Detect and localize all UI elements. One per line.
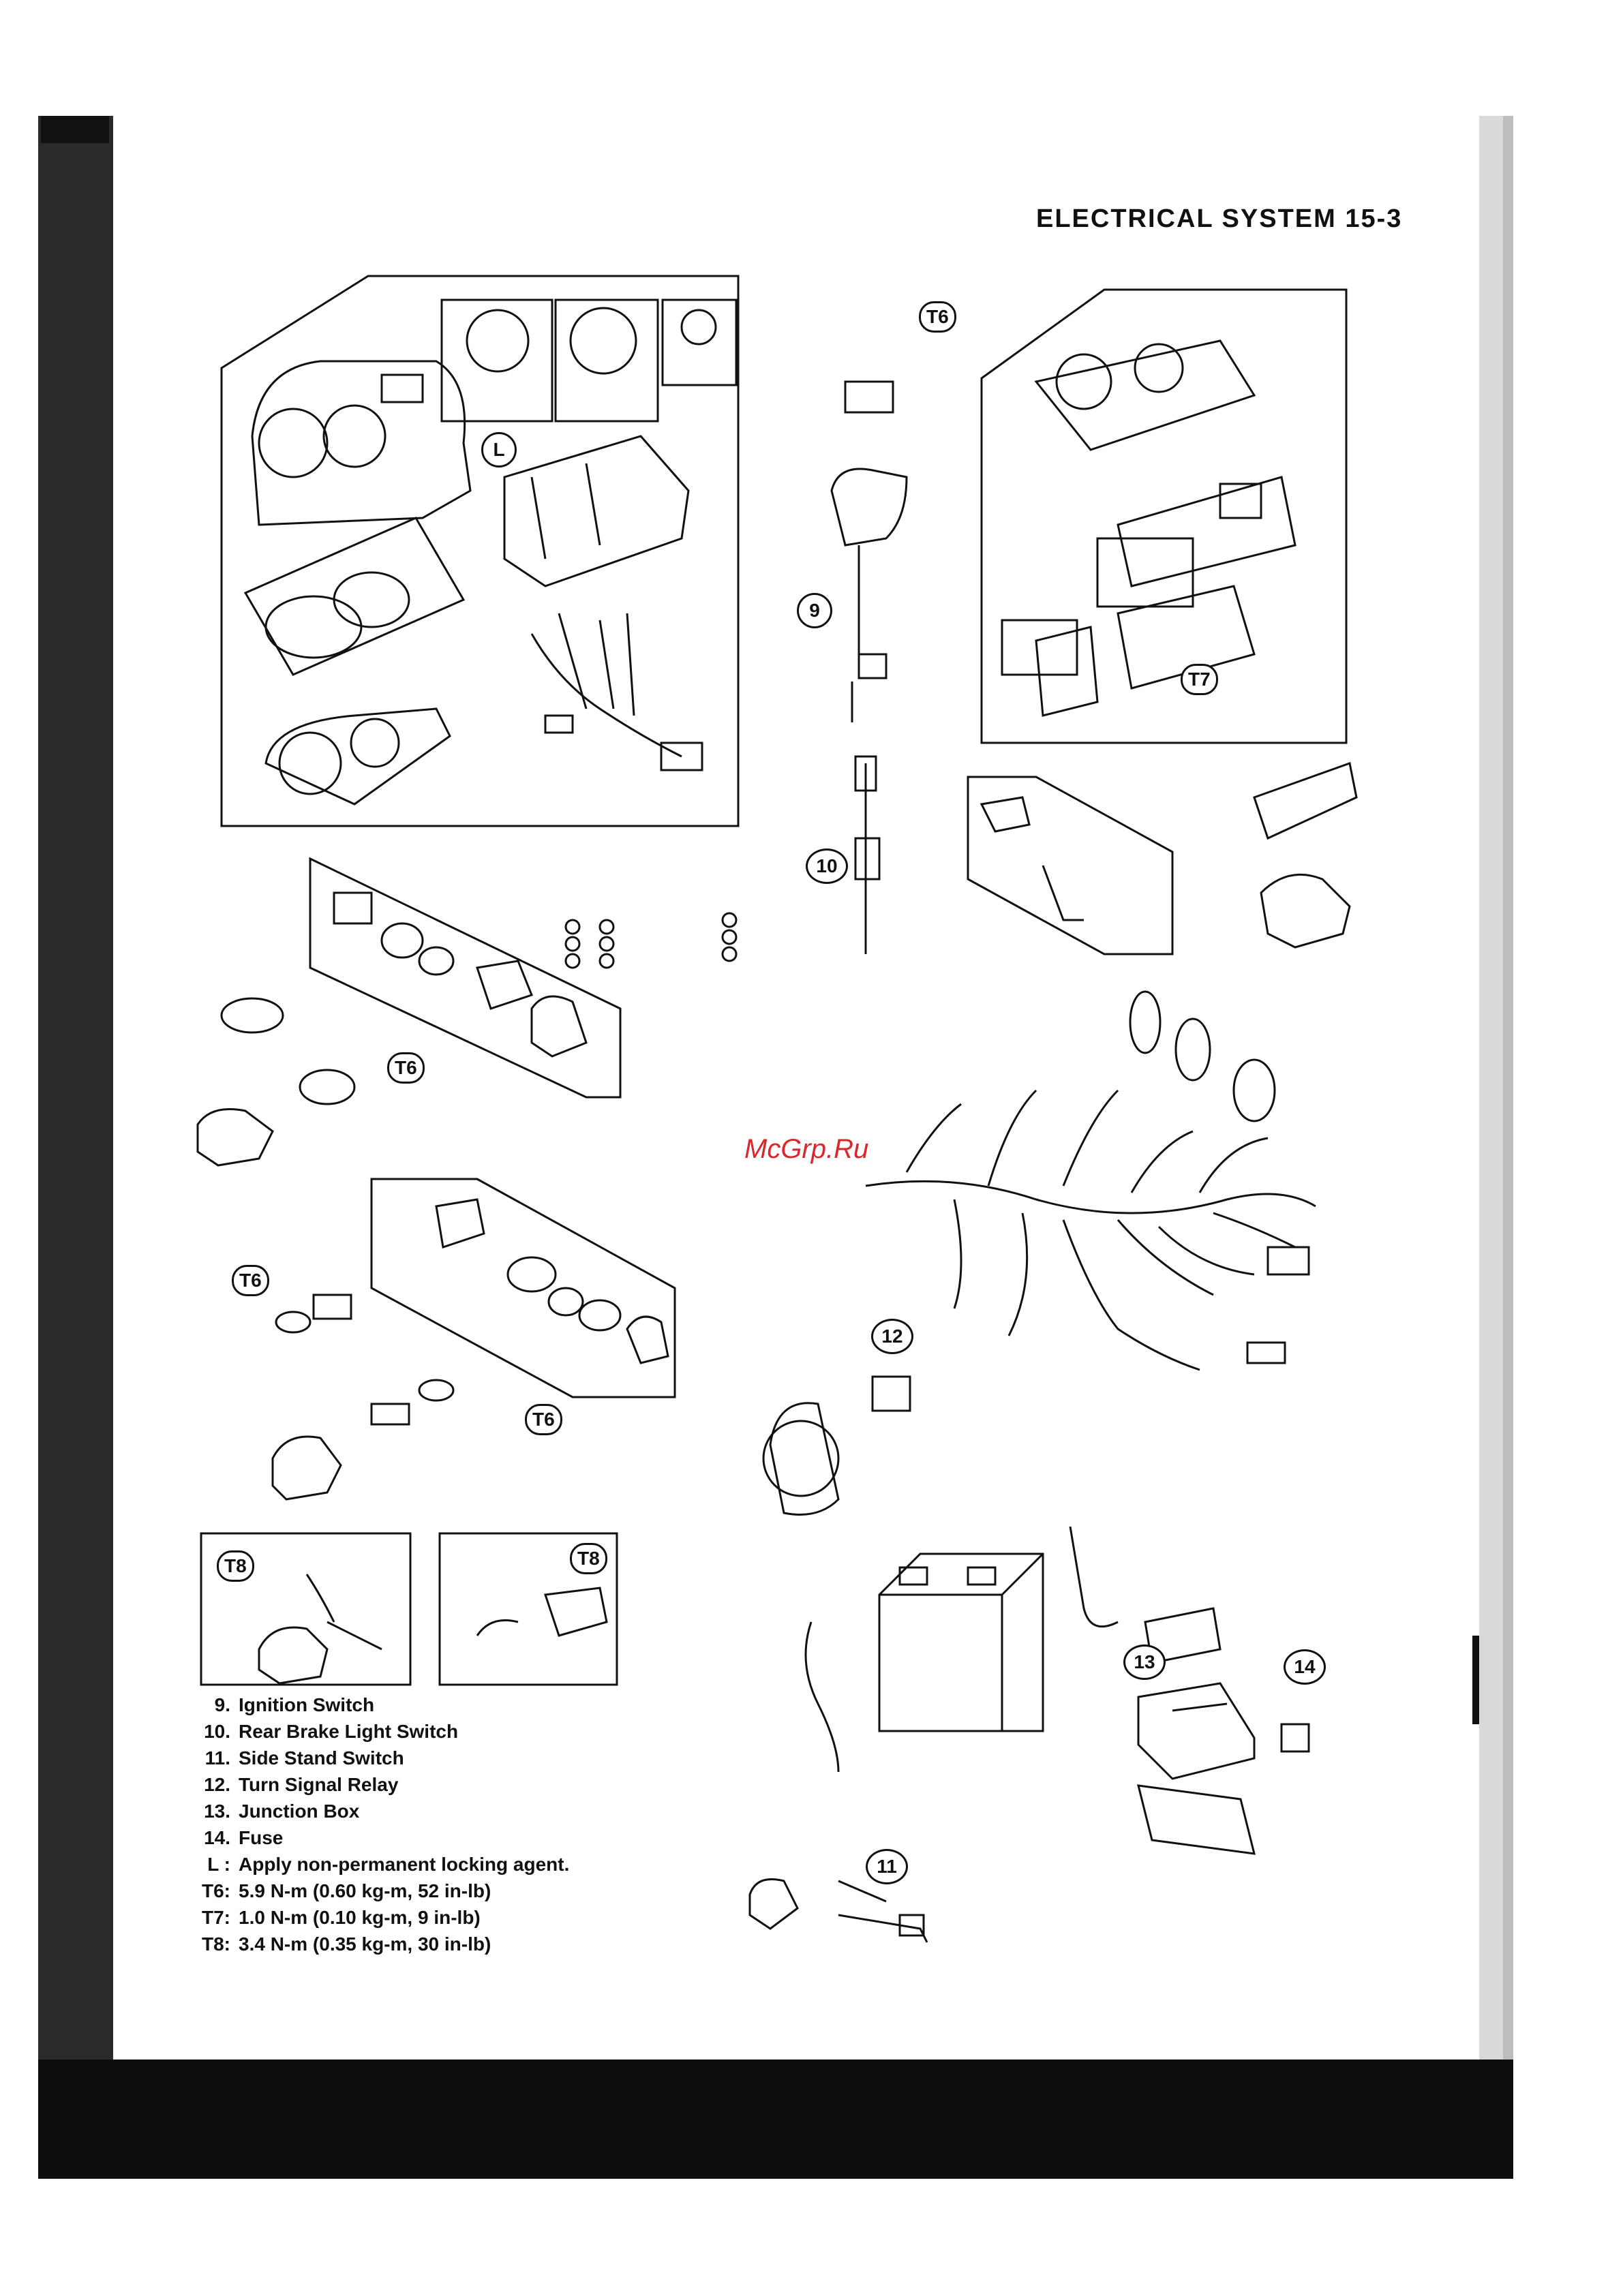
legend-row: 13.Junction Box: [204, 1801, 360, 1822]
torque-callout-t6-front-signal: T6: [387, 1052, 425, 1084]
callout-12: 12: [871, 1319, 913, 1354]
taillight-group-outline: [980, 288, 1348, 744]
callout-11: 11: [866, 1849, 908, 1884]
callout-L: L: [481, 432, 517, 468]
legend-row: L :Apply non-permanent locking agent.: [207, 1854, 570, 1875]
legend-row: 11.Side Stand Switch: [204, 1747, 404, 1769]
main-harness: [865, 1180, 1316, 1214]
torque-callout-t7: T7: [1181, 664, 1218, 695]
torque-callout-t6-rear-signal-right: T6: [525, 1404, 562, 1435]
callout-13: 13: [1123, 1644, 1166, 1680]
callout-14: 14: [1284, 1649, 1326, 1685]
legend-row: 9.Ignition Switch: [214, 1694, 375, 1715]
torque-callout-t6-taillight: T6: [919, 301, 956, 333]
legend-row: T7:1.0 N-m (0.10 kg-m, 9 in-lb): [202, 1907, 481, 1928]
torque-callout-t6-rear-signal-left: T6: [232, 1265, 269, 1296]
meter-group-outline: [220, 275, 740, 827]
legend-row: 12.Turn Signal Relay: [204, 1774, 399, 1795]
legend-row: T6:5.9 N-m (0.60 kg-m, 52 in-lb): [202, 1880, 491, 1901]
left-handlebar-switch-box: [200, 1532, 412, 1686]
legend-row: T8:3.4 N-m (0.35 kg-m, 30 in-lb): [202, 1933, 491, 1955]
callout-9: 9: [797, 593, 832, 628]
legend-row: 14.Fuse: [204, 1827, 284, 1848]
legend-row: 10.Rear Brake Light Switch: [204, 1721, 459, 1742]
right-handlebar-switch-box: [438, 1532, 618, 1686]
left-page-edge: [38, 116, 113, 2092]
torque-callout-t8-right: T8: [570, 1543, 607, 1574]
watermark: McGrp.Ru: [744, 1134, 869, 1164]
page-header: ELECTRICAL SYSTEM 15-3: [1036, 204, 1403, 233]
parts-legend: 9.Ignition Switch 10.Rear Brake Light Sw…: [185, 1692, 569, 1957]
torque-callout-t8-left: T8: [217, 1550, 254, 1582]
callout-10: 10: [806, 848, 848, 884]
bottom-black-band: [38, 2060, 1513, 2179]
